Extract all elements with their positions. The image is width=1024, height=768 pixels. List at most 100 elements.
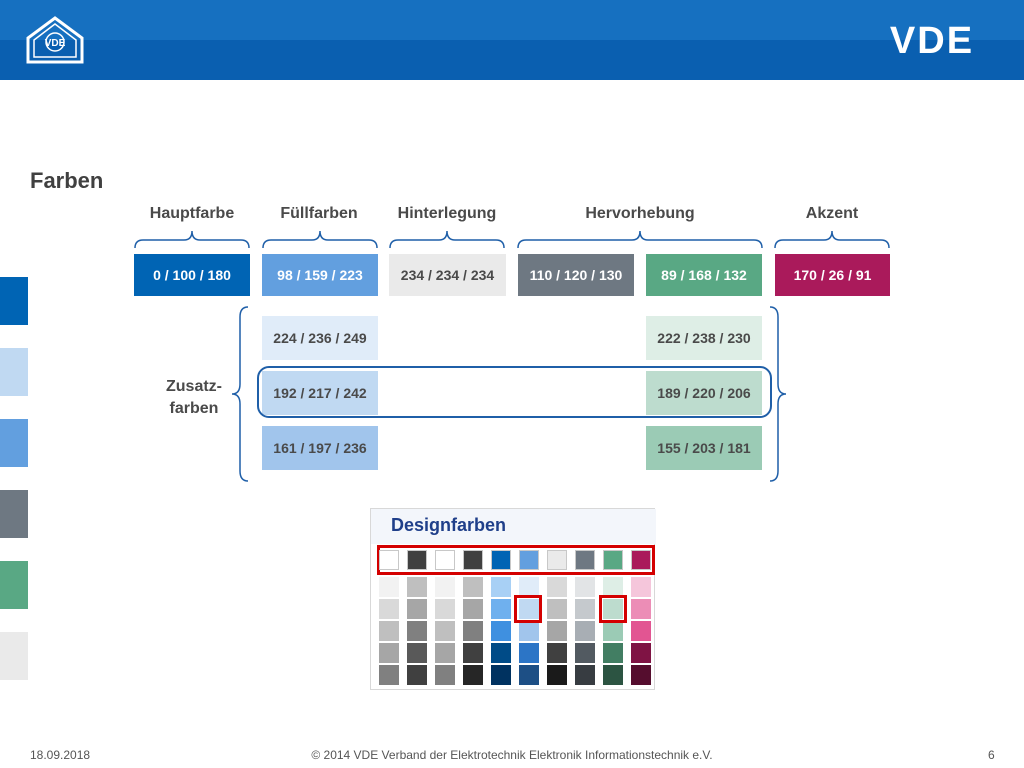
palette-top-cell[interactable] [435, 550, 455, 570]
palette-shade-cell[interactable] [435, 577, 455, 597]
palette-top-cell[interactable] [575, 550, 595, 570]
palette-shade-cell[interactable] [407, 577, 427, 597]
palette-shade-cell[interactable] [519, 599, 539, 619]
palette-shade-cell[interactable] [519, 643, 539, 663]
palette-cell-highlight-blue [514, 595, 542, 623]
palette-shade-cell[interactable] [435, 599, 455, 619]
palette-header [371, 509, 656, 544]
palette-shade-cell[interactable] [603, 621, 623, 641]
palette-top-cell[interactable] [463, 550, 483, 570]
palette-shade-cell[interactable] [407, 621, 427, 641]
footer-copyright: © 2014 VDE Verband der Elektrotechnik El… [311, 748, 713, 762]
palette-shade-cell[interactable] [547, 643, 567, 663]
palette-shade-cell[interactable] [575, 621, 595, 641]
palette-shade-cell[interactable] [631, 577, 651, 597]
palette-shade-cell[interactable] [603, 665, 623, 685]
swatch-zusatz-blue-2: 192 / 217 / 242 [262, 371, 378, 415]
palette-shade-cell[interactable] [547, 665, 567, 685]
label-hervorhebung: Hervorhebung [585, 205, 695, 222]
palette-shade-cell[interactable] [463, 643, 483, 663]
palette-shade-cell[interactable] [379, 665, 399, 685]
palette-top-cell[interactable] [631, 550, 651, 570]
brace-zusatz-right [769, 306, 787, 482]
swatch-hervorhebung-grau: 110 / 120 / 130 [518, 254, 634, 296]
side-swatch-green [0, 561, 28, 609]
palette-shade-cell[interactable] [575, 665, 595, 685]
side-swatch-grey [0, 490, 28, 538]
palette-shade-cell[interactable] [435, 665, 455, 685]
palette-shade-cell[interactable] [547, 599, 567, 619]
palette-top-cell[interactable] [547, 550, 567, 570]
palette-top-row-highlight [377, 545, 655, 575]
svg-text:VDE: VDE [45, 38, 66, 49]
palette-top-cell[interactable] [379, 550, 399, 570]
palette-shade-cell[interactable] [379, 643, 399, 663]
page-title: Farben [30, 168, 104, 193]
palette-shade-cell[interactable] [519, 621, 539, 641]
palette-shade-cell[interactable] [631, 621, 651, 641]
palette-shade-cell[interactable] [631, 599, 651, 619]
palette-shade-cell[interactable] [491, 665, 511, 685]
palette-shade-cell[interactable] [603, 643, 623, 663]
swatch-zusatz-blue-1: 224 / 236 / 249 [262, 316, 378, 360]
label-akzent: Akzent [805, 205, 859, 222]
palette-shade-cell[interactable] [603, 599, 623, 619]
palette-top-cell[interactable] [491, 550, 511, 570]
palette-shade-cell[interactable] [491, 599, 511, 619]
side-swatch-midblue [0, 419, 28, 467]
palette-shade-cell[interactable] [631, 665, 651, 685]
palette-shade-cell[interactable] [631, 643, 651, 663]
palette-shade-cell[interactable] [463, 577, 483, 597]
brace-hinterlegung [389, 230, 505, 249]
palette-shade-cell[interactable] [435, 643, 455, 663]
palette-shade-cell[interactable] [379, 599, 399, 619]
footer-date: 18.09.2018 [30, 748, 91, 762]
palette-shade-cell[interactable] [519, 665, 539, 685]
palette-top-cell[interactable] [603, 550, 623, 570]
label-hinterlegung: Hinterlegung [397, 205, 497, 222]
designfarben-palette: Designfarben [370, 508, 656, 690]
label-fuellfarben: Füllfarben [280, 205, 358, 222]
zusatzfarben-label: Zusatz-farben [166, 378, 222, 417]
palette-shade-cell[interactable] [491, 577, 511, 597]
svg-text:VDE: VDE [890, 20, 974, 60]
palette-shade-cell[interactable] [379, 621, 399, 641]
palette-shade-cell[interactable] [575, 599, 595, 619]
label-hauptfarbe: Hauptfarbe [149, 205, 235, 222]
palette-shade-cell[interactable] [603, 577, 623, 597]
palette-shade-cell[interactable] [575, 643, 595, 663]
palette-shade-cell[interactable] [407, 665, 427, 685]
palette-shade-cell[interactable] [463, 621, 483, 641]
vde-seal-logo: VDE [26, 16, 84, 64]
palette-shade-cell[interactable] [547, 577, 567, 597]
palette-top-cell[interactable] [407, 550, 427, 570]
palette-title: Designfarben [391, 515, 507, 535]
highlight-ring [257, 366, 772, 418]
swatch-hauptfarbe: 0 / 100 / 180 [134, 254, 250, 296]
brace-fuellfarben [262, 230, 378, 249]
swatch-fuellfarbe: 98 / 159 / 223 [262, 254, 378, 296]
brace-hervorhebung [517, 230, 763, 249]
header-band [0, 0, 1024, 40]
swatch-hinterlegung: 234 / 234 / 234 [389, 254, 506, 296]
swatch-akzent: 170 / 26 / 91 [775, 254, 890, 296]
brace-akzent [774, 230, 890, 249]
palette-shade-cell[interactable] [547, 621, 567, 641]
palette-shade-cell[interactable] [435, 621, 455, 641]
palette-shade-cell[interactable] [407, 643, 427, 663]
palette-shade-cell[interactable] [491, 621, 511, 641]
palette-shade-cell[interactable] [491, 643, 511, 663]
palette-shade-cell[interactable] [407, 599, 427, 619]
palette-top-cell[interactable] [519, 550, 539, 570]
side-swatch-lightblue [0, 348, 28, 396]
swatch-zusatz-green-2: 189 / 220 / 206 [646, 371, 762, 415]
vde-wordmark-logo: VDE [890, 20, 974, 60]
swatch-zusatz-blue-3: 161 / 197 / 236 [262, 426, 378, 470]
footer-page-number: 6 [988, 748, 995, 762]
swatch-zusatz-green-3: 155 / 203 / 181 [646, 426, 762, 470]
palette-shade-cell[interactable] [519, 577, 539, 597]
palette-shade-cell[interactable] [575, 577, 595, 597]
palette-shade-cell[interactable] [463, 599, 483, 619]
palette-shade-cell[interactable] [463, 665, 483, 685]
palette-shade-cell[interactable] [379, 577, 399, 597]
